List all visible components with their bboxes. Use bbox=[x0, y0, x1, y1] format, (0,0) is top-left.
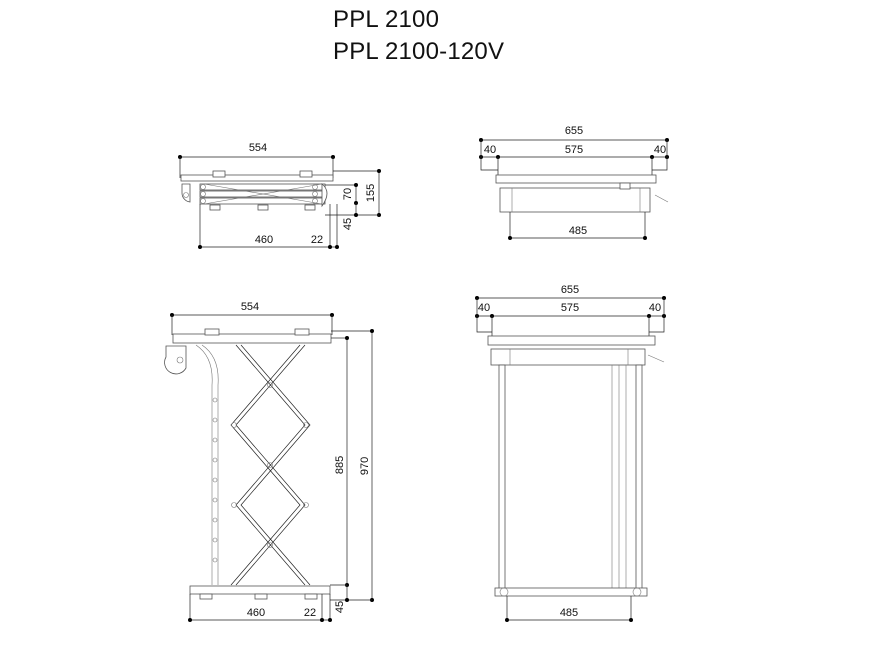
dim-485-ext: 485 bbox=[560, 607, 578, 619]
dim-45-ext: 45 bbox=[334, 601, 346, 613]
dim-970: 970 bbox=[359, 457, 371, 475]
front-view-extended: 655 40 575 40 485 bbox=[475, 284, 666, 622]
dim-575-ext: 575 bbox=[561, 302, 579, 314]
dim-155: 155 bbox=[365, 184, 377, 202]
dim-22-ext: 22 bbox=[304, 607, 316, 619]
dim-460-ext: 460 bbox=[247, 607, 265, 619]
model-title: PPL 2100 bbox=[333, 6, 440, 33]
dim-45: 45 bbox=[342, 218, 354, 230]
dim-460: 460 bbox=[255, 234, 273, 246]
front-view-retracted: 655 40 575 40 485 bbox=[479, 125, 669, 240]
side-view-extended: 554 885 970 45 460 22 bbox=[164, 301, 374, 622]
dim-655: 655 bbox=[565, 125, 583, 137]
cable-chain bbox=[611, 364, 627, 591]
side-view-retracted: 554 155 70 45 460 22 bbox=[178, 142, 381, 249]
dim-40-right: 40 bbox=[654, 144, 666, 156]
dim-40-left-ext: 40 bbox=[478, 302, 490, 314]
dim-485: 485 bbox=[569, 225, 587, 237]
dim-554-ext: 554 bbox=[241, 301, 259, 313]
dim-655-ext: 655 bbox=[561, 284, 579, 296]
scissor-arms bbox=[230, 344, 311, 586]
dim-40-right-ext: 40 bbox=[649, 302, 661, 314]
dim-575: 575 bbox=[565, 144, 583, 156]
dim-22: 22 bbox=[311, 234, 323, 246]
dim-40-left: 40 bbox=[484, 144, 496, 156]
dim-70: 70 bbox=[342, 188, 354, 200]
model-subtitle: PPL 2100-120V bbox=[333, 38, 505, 65]
dim-554: 554 bbox=[249, 142, 267, 154]
cable-chain-links bbox=[212, 397, 218, 563]
dim-885: 885 bbox=[334, 456, 346, 474]
